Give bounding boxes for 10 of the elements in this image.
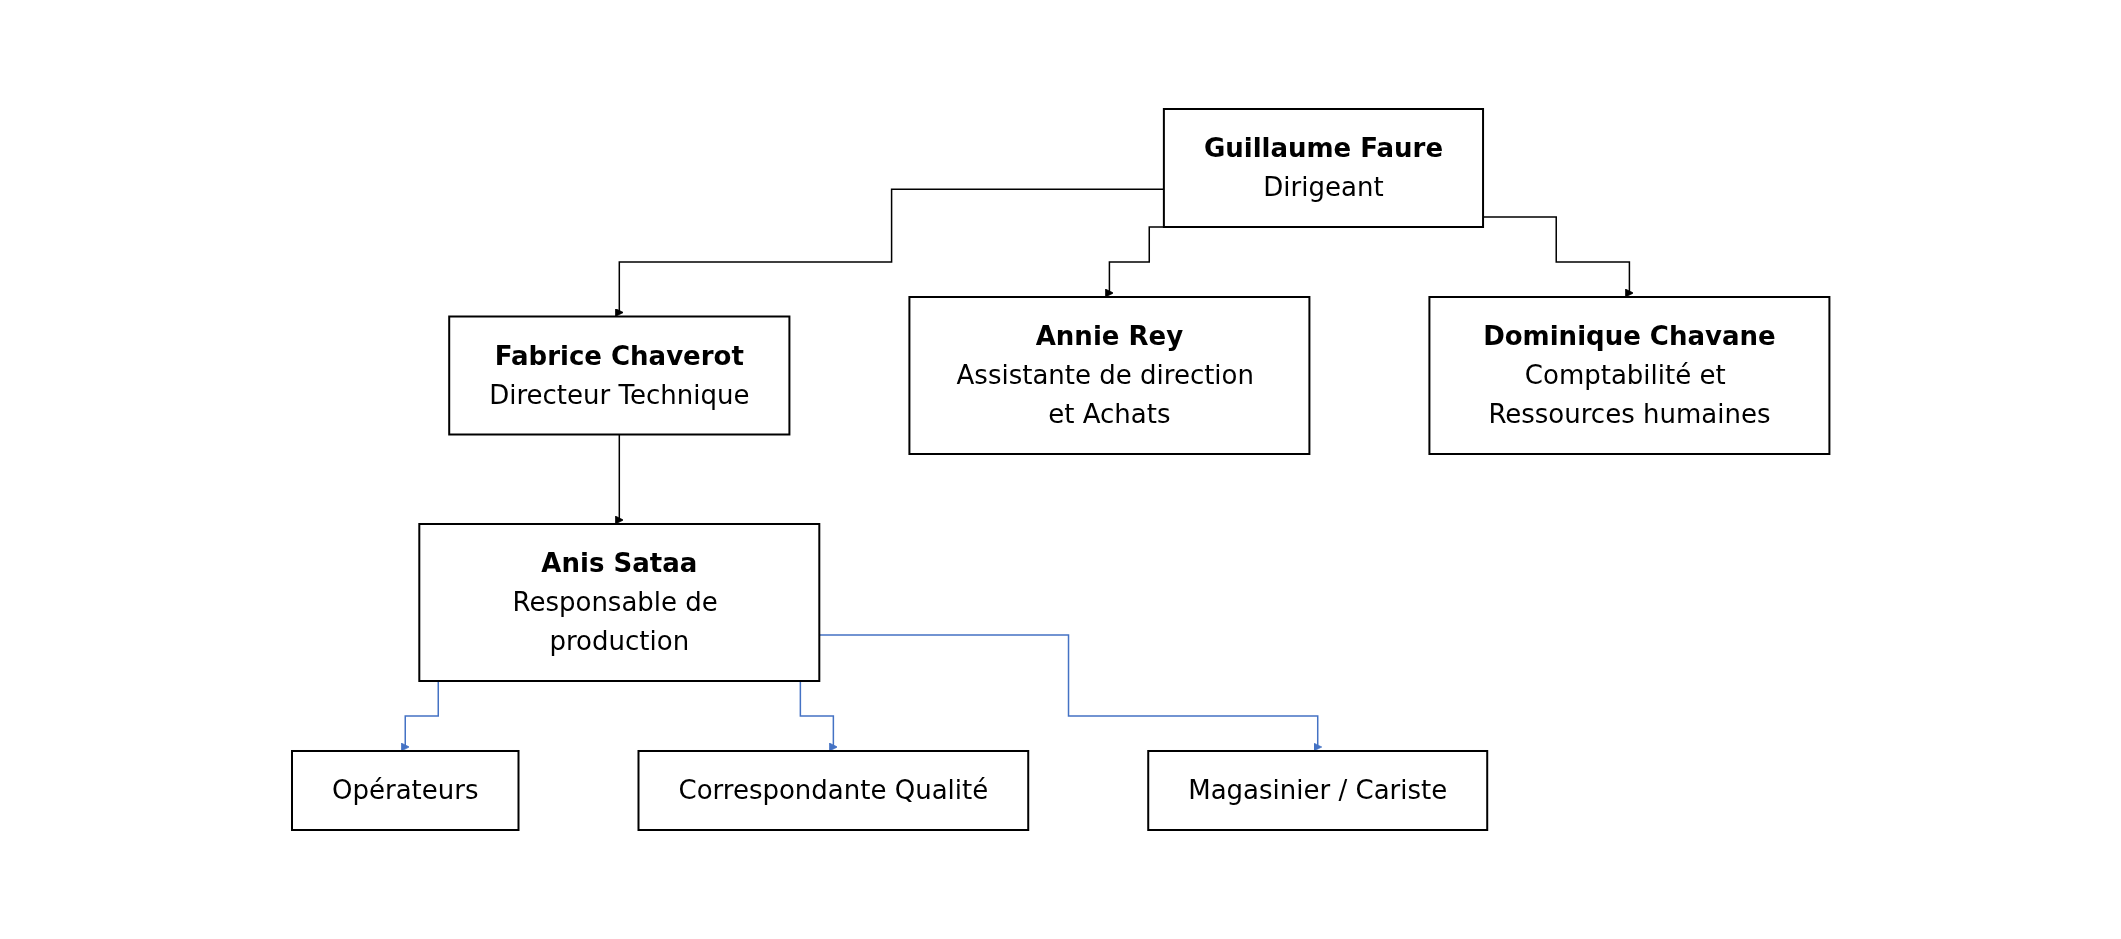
node-box: Dominique Chavane Comptabilité et Ressources humaines (1428, 296, 1831, 455)
node-box: Magasinier / Cariste (1147, 750, 1488, 831)
node-box: Opérateurs (290, 750, 520, 831)
node-box: Annie Rey Assistante de direction et Achats (908, 296, 1311, 455)
arrow (614, 433, 624, 525)
arrow (1482, 216, 1634, 298)
node-box: Correspondante Qualité (637, 750, 1030, 831)
node-box: Guillaume Faure Dirigeant (1162, 108, 1484, 228)
node-box: Fabrice Chaverot Directeur Technique (448, 315, 791, 436)
node-box: Anis Sataa Responsable de production (418, 523, 821, 682)
